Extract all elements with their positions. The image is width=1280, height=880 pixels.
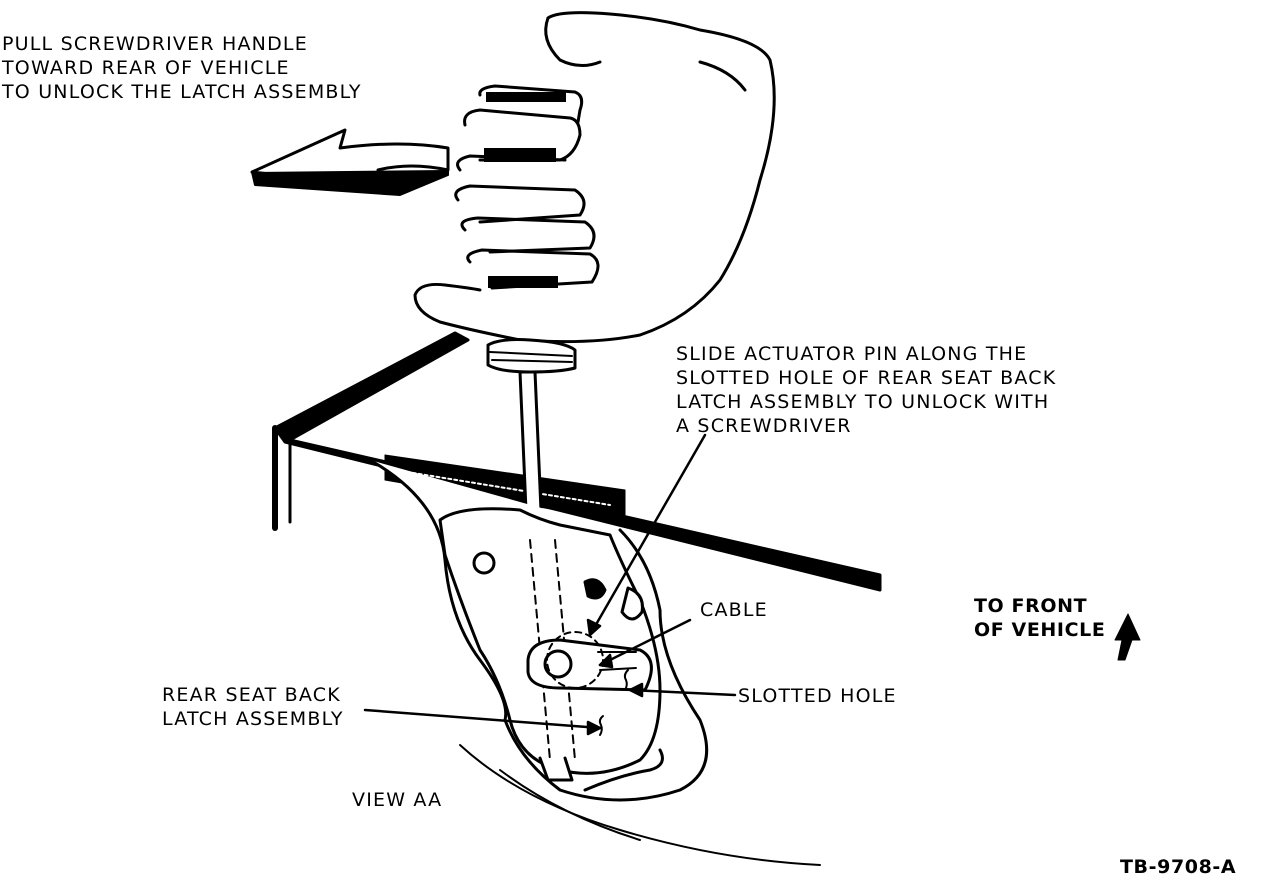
hand-icon <box>413 11 776 344</box>
to-front-callout: TO FRONT OF VEHICLE <box>974 594 1105 642</box>
to-front-line-1: TO FRONT <box>974 595 1088 617</box>
seat-frame <box>272 331 882 592</box>
slotted-hole-label: SLOTTED HOLE <box>738 685 897 707</box>
leader-lines <box>363 433 737 736</box>
view-label: VIEW AA <box>352 789 443 811</box>
pull-handle-line-2: TOWARD REAR OF VEHICLE <box>2 57 290 79</box>
slide-pin-callout: SLIDE ACTUATOR PIN ALONG THE SLOTTED HOL… <box>676 342 1056 438</box>
latch-assembly-callout: REAR SEAT BACK LATCH ASSEMBLY <box>162 683 344 731</box>
slide-pin-line-1: SLIDE ACTUATOR PIN ALONG THE <box>676 343 1028 365</box>
slide-pin-line-3: LATCH ASSEMBLY TO UNLOCK WITH <box>676 391 1050 413</box>
slide-pin-line-2: SLOTTED HOLE OF REAR SEAT BACK <box>676 367 1057 389</box>
latch-assembly-line-2: LATCH ASSEMBLY <box>162 708 344 730</box>
pull-handle-line-1: PULL SCREWDRIVER HANDLE <box>2 33 308 55</box>
curved-arrow-icon <box>250 128 450 196</box>
pull-handle-line-3: TO UNLOCK THE LATCH ASSEMBLY <box>2 81 362 103</box>
slide-pin-line-4: A SCREWDRIVER <box>676 415 852 437</box>
pull-handle-callout: PULL SCREWDRIVER HANDLE TOWARD REAR OF V… <box>2 32 362 104</box>
latch-assembly-icon <box>368 458 821 866</box>
figure-id: TB-9708-A <box>1120 856 1237 878</box>
front-arrow-icon <box>1114 613 1141 661</box>
to-front-line-2: OF VEHICLE <box>974 619 1106 641</box>
latch-assembly-line-1: REAR SEAT BACK <box>162 684 341 706</box>
cable-label: CABLE <box>700 599 768 621</box>
